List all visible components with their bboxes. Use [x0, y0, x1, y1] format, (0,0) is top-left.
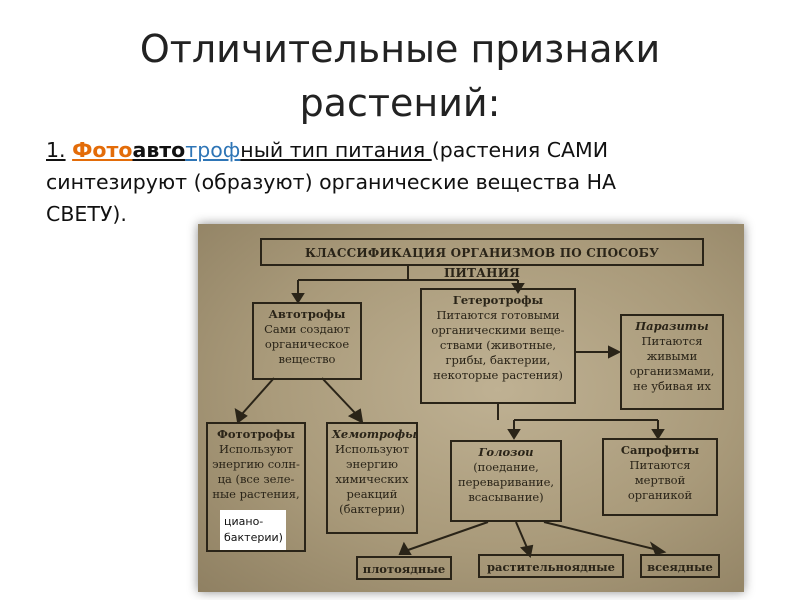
holozoic-title: Голозои: [478, 445, 534, 459]
chemotrophs-line: энергию: [346, 457, 398, 471]
saprophytes-box: Сапрофиты Питаются мертвой органикой: [602, 438, 718, 516]
holozoic-line: переваривание,: [457, 475, 555, 489]
term-part-troph: троф: [185, 138, 241, 162]
chemotrophs-line: реакций: [346, 487, 398, 501]
holozoic-line: всасывание): [468, 490, 544, 504]
heterotrophs-line: органическими веще-: [431, 323, 565, 337]
point-text-2: синтезируют (образуют) органические веще…: [46, 170, 617, 194]
heterotrophs-title: Гетеротрофы: [452, 293, 544, 307]
slide-title: Отличительные признаки растений:: [0, 22, 800, 130]
saprophytes-line: Питаются: [629, 458, 691, 472]
heterotrophs-line: грибы, бактерии,: [445, 353, 551, 367]
sticker-line: циано-: [224, 515, 264, 528]
heterotrophs-line: некоторые растения): [433, 368, 563, 382]
feature-point-1: 1. Фотоавтотрофный тип питания (растения…: [46, 134, 766, 230]
autotrophs-line: вещество: [278, 352, 336, 366]
phototrophs-line: ца (все зеле-: [217, 472, 295, 486]
point-text-3: СВЕТУ).: [46, 202, 127, 226]
heterotrophs-line: ствами (животные,: [439, 338, 557, 352]
carnivores-label: плотоядные: [362, 562, 446, 576]
omnivores-box: всеядные: [640, 554, 720, 578]
point-text-1: (растения САМИ: [431, 138, 609, 162]
chemotrophs-line: (бактерии): [339, 502, 405, 516]
phototrophs-title: Фототрофы: [216, 427, 296, 441]
chemotrophs-line: Используют: [334, 442, 410, 456]
holozoic-line: (поедание,: [473, 460, 539, 474]
saprophytes-title: Сапрофиты: [620, 443, 700, 457]
diagram-connectors: [234, 266, 667, 559]
autotrophs-line: органическое: [264, 337, 350, 351]
herbivores-box: растительноядные: [478, 554, 624, 578]
herbivores-label: растительноядные: [486, 560, 616, 574]
parasites-line: живыми: [646, 349, 698, 363]
heterotrophs-line: Питаются готовыми: [436, 308, 560, 322]
header-box: КЛАССИФИКАЦИЯ ОРГАНИЗМОВ ПО СПОСОБУ ПИТА…: [260, 238, 704, 280]
term-part-photo: Фото: [72, 138, 133, 162]
holozoic-box: Голозои (поедание, переваривание, всасыв…: [450, 440, 562, 522]
heterotrophs-box: Гетеротрофы Питаются готовыми органическ…: [420, 288, 576, 404]
saprophytes-line: мертвой: [634, 473, 686, 487]
title-line-2: растений:: [299, 81, 501, 125]
phototrophs-line: Используют: [218, 442, 294, 456]
term-part-rest: ный тип питания: [240, 138, 432, 162]
phototrophs-line: ные растения,: [212, 487, 300, 501]
parasites-line: Питаются: [641, 334, 703, 348]
autotrophs-line: Сами создают: [264, 322, 350, 336]
autotrophs-title: Автотрофы: [268, 307, 346, 321]
phototrophs-box: Фототрофы Используют энергию солн- ца (в…: [206, 422, 306, 552]
chemotrophs-title: Хемотрофы: [332, 427, 417, 441]
parasites-box: Паразиты Питаются живыми организмами, не…: [620, 314, 724, 410]
term-part-auto: авто: [132, 138, 186, 162]
chemotrophs-line: химических: [335, 472, 409, 486]
saprophytes-line: органикой: [627, 488, 693, 502]
point-number: 1.: [46, 138, 66, 162]
parasites-line: организмами,: [629, 364, 715, 378]
sticker-line: бактерии): [224, 531, 283, 544]
classification-diagram-photo: КЛАССИФИКАЦИЯ ОРГАНИЗМОВ ПО СПОСОБУ ПИТА…: [198, 224, 744, 592]
autotrophs-box: Автотрофы Сами создают органическое веще…: [252, 302, 362, 380]
parasites-title: Паразиты: [635, 319, 709, 333]
phototrophs-line: энергию солн-: [212, 457, 300, 471]
parasites-line: не убивая их: [633, 379, 711, 393]
cyanobacteria-sticker: циано- бактерии): [220, 510, 286, 550]
carnivores-box: плотоядные: [356, 556, 452, 580]
title-line-1: Отличительные признаки: [139, 27, 661, 71]
chemotrophs-box: Хемотрофы Используют энергию химических …: [326, 422, 418, 534]
omnivores-label: всеядные: [647, 560, 713, 574]
header-text: КЛАССИФИКАЦИЯ ОРГАНИЗМОВ ПО СПОСОБУ ПИТА…: [304, 246, 660, 280]
